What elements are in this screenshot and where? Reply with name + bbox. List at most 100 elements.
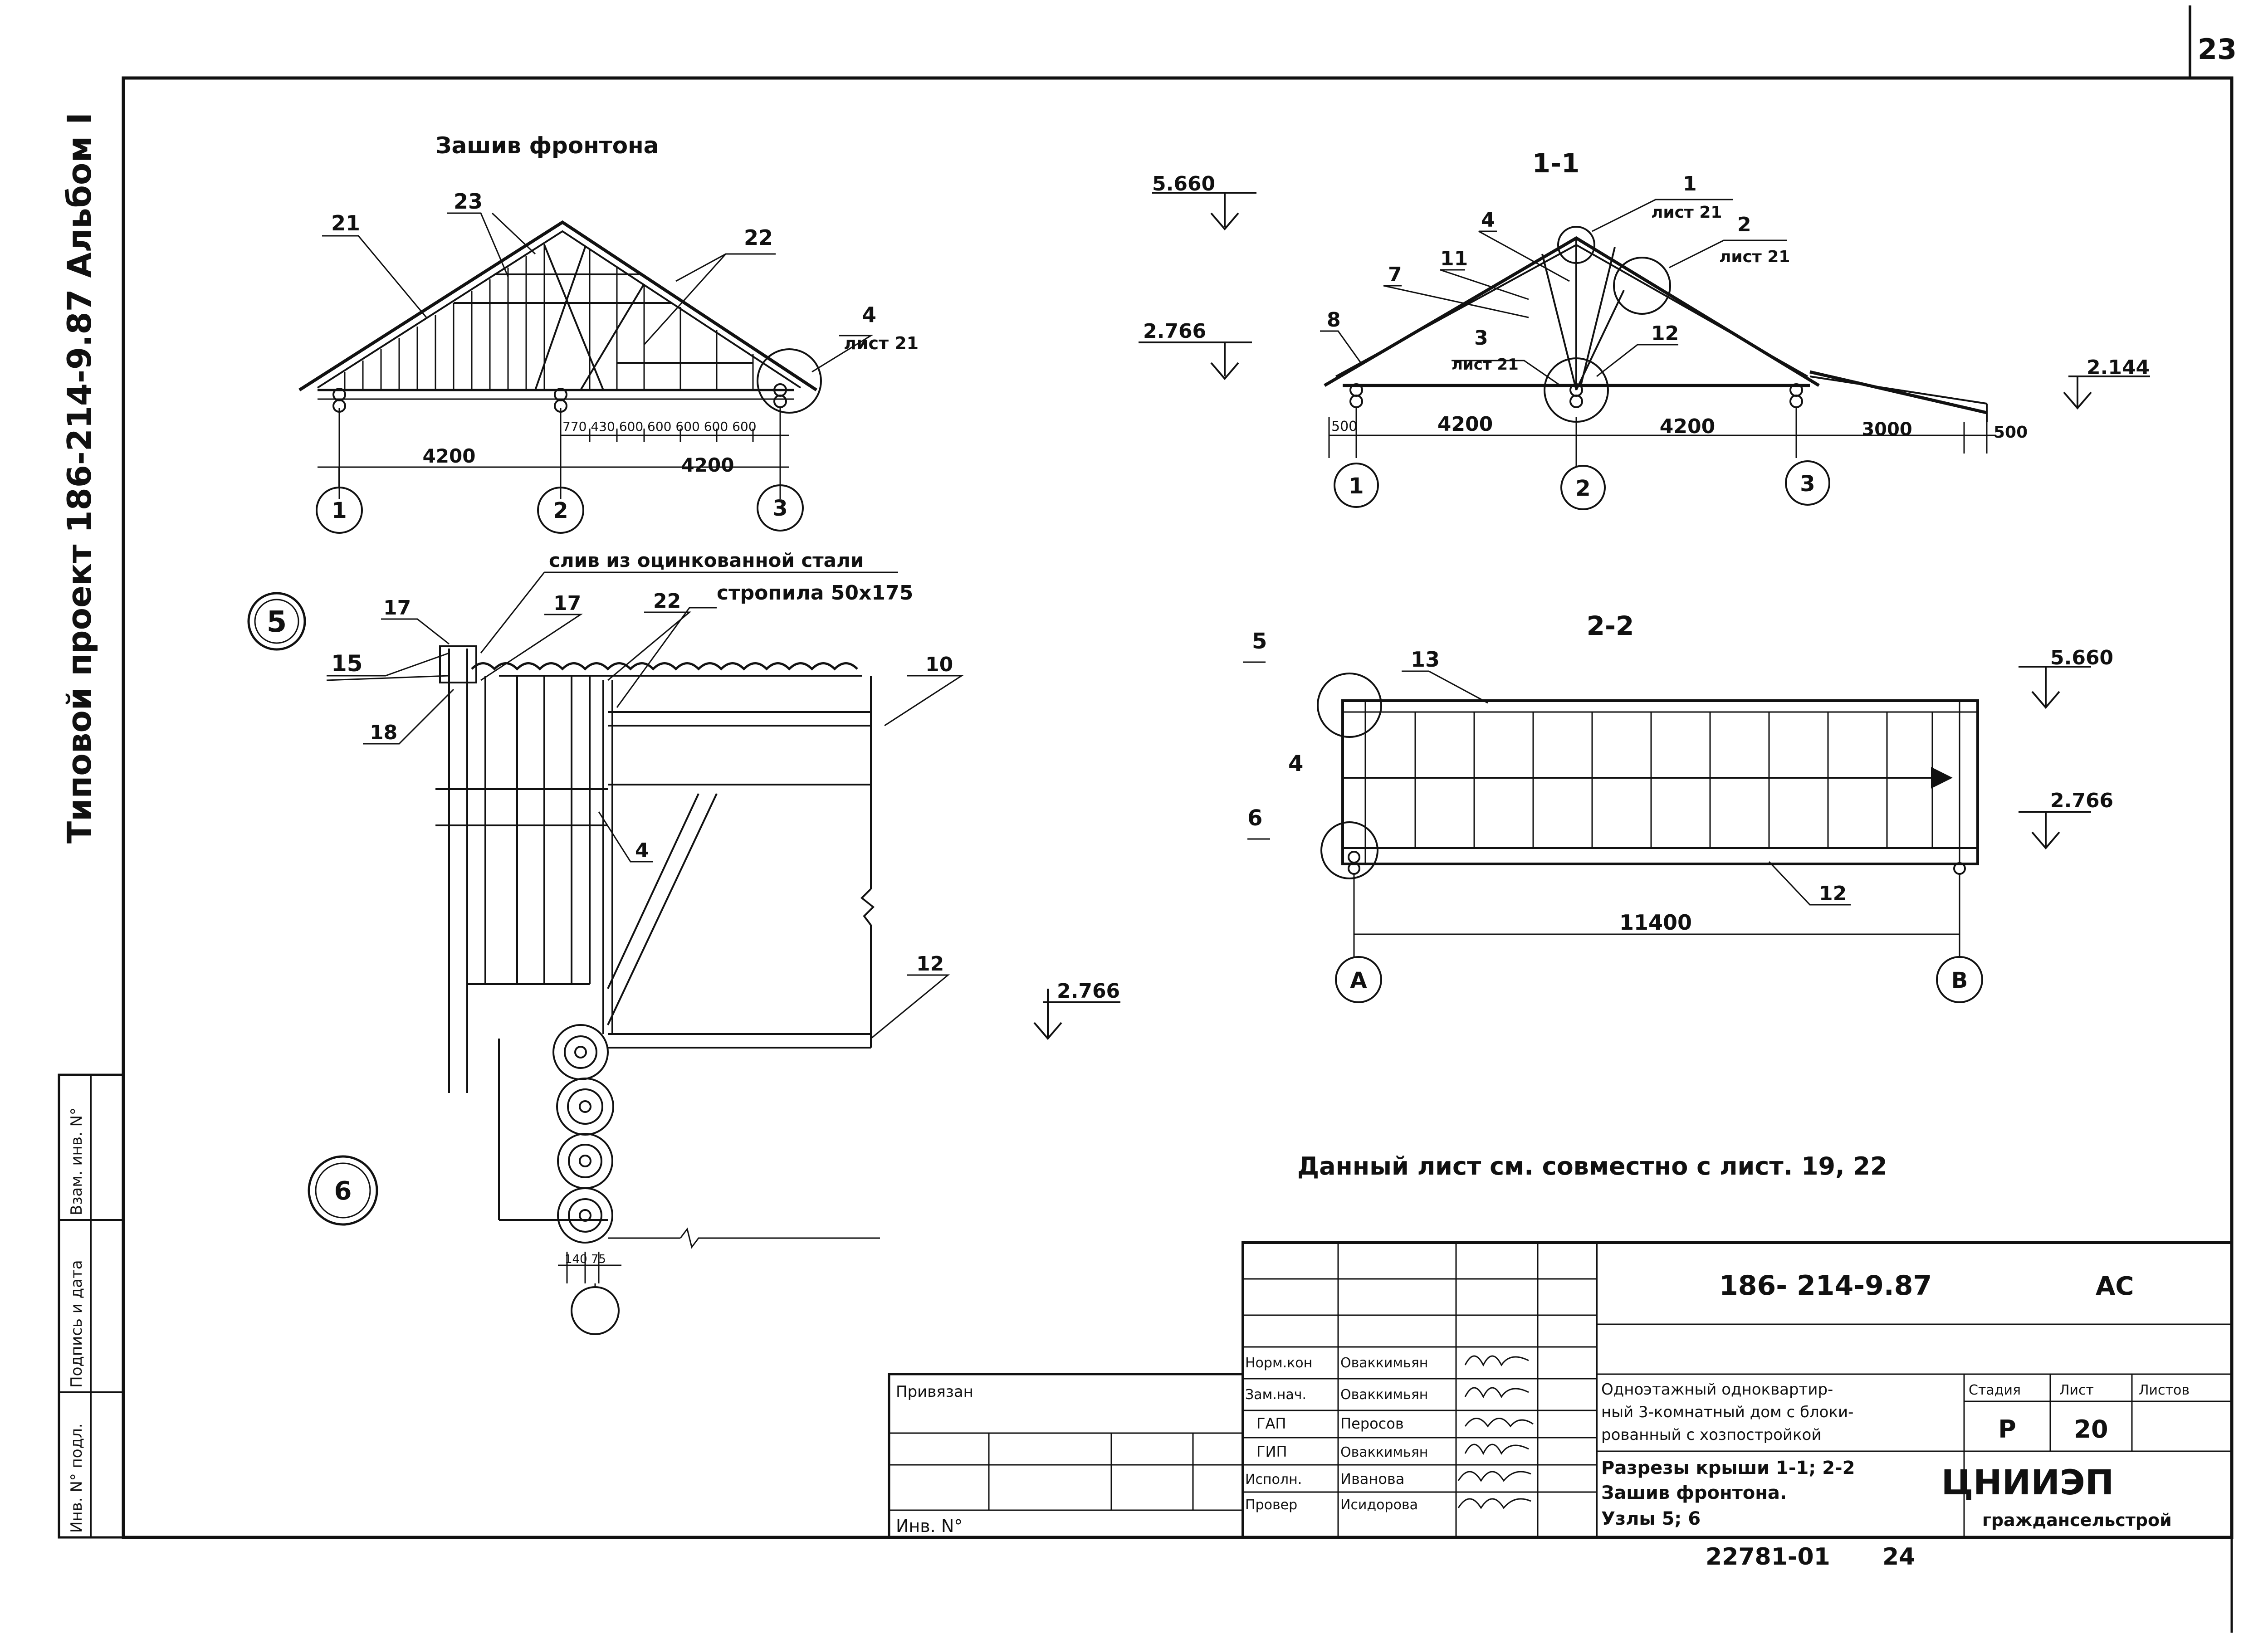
detail-label-22: 22	[653, 590, 681, 613]
section11-dim-4200b: 4200	[1660, 415, 1715, 438]
doc-code: 186- 214-9.87	[1719, 1270, 1932, 1302]
node6-dims: 140 75	[565, 1253, 606, 1266]
node-2-sheet: лист 21	[1719, 248, 1790, 266]
name-5: Исидорова	[1340, 1497, 1418, 1513]
section22-axis-a: А	[1350, 968, 1367, 993]
section22-label-13: 13	[1411, 647, 1440, 672]
section11-label-7: 7	[1388, 263, 1402, 286]
name-1: Оваккимьян	[1340, 1387, 1428, 1403]
section11-dim-500a: 500	[1331, 419, 1357, 434]
gable-dim-4200-right: 4200	[681, 454, 734, 476]
sheets-header: Листов	[2139, 1382, 2190, 1398]
object-name-2: ный 3-комнатный дом с блоки-	[1601, 1403, 1853, 1421]
name-0: Оваккимьян	[1340, 1355, 1428, 1371]
gable-sheathing-drawing: Зашив фронтона	[298, 132, 919, 534]
org-name: ЦНИИЭП	[1941, 1462, 2114, 1502]
bound-label: Привязан	[896, 1383, 973, 1401]
gable-title: Зашив фронтона	[435, 132, 659, 159]
node-3-num: 3	[1474, 327, 1488, 350]
name-3: Оваккимьян	[1340, 1444, 1428, 1460]
stage-header: Стадия	[1969, 1382, 2021, 1398]
sheet-frame	[122, 5, 2234, 1633]
gable-label-23: 23	[454, 189, 483, 214]
role-3: ГИП	[1256, 1443, 1287, 1460]
section22-label-12: 12	[1819, 882, 1847, 905]
sheet-header: Лист	[2059, 1382, 2094, 1398]
name-4: Иванова	[1340, 1470, 1404, 1488]
detail-label-4: 4	[635, 839, 649, 862]
section-2-2-title: 2-2	[1587, 610, 1634, 641]
rafter-callout: стропила 50х175	[717, 581, 913, 605]
section11-dim-3000: 3000	[1862, 419, 1912, 440]
section11-axis-2: 2	[1575, 476, 1590, 501]
detail-level-2766: 2.766	[1057, 980, 1120, 1003]
org-name-2: граждансельстрой	[1982, 1510, 2172, 1530]
node-1-sheet: лист 21	[1651, 203, 1722, 222]
object-name-3: рованный с хозпостройкой	[1601, 1426, 1821, 1444]
role-2: ГАП	[1256, 1415, 1286, 1432]
signature-marks	[1457, 1355, 1534, 1509]
detail-label-18: 18	[370, 721, 397, 744]
section-1-1-title: 1-1	[1532, 148, 1580, 179]
gable-node-number: 4	[862, 302, 876, 327]
gable-dim-small: 770 430 600 600 600 600 600	[562, 419, 757, 434]
doc-mark: АС	[2096, 1272, 2134, 1301]
section11-label-12: 12	[1651, 322, 1679, 345]
inv-podl-label: Инв. N° подл.	[68, 1423, 86, 1533]
node-3-sheet: лист 21	[1452, 356, 1519, 374]
gable-axis-3: 3	[772, 496, 787, 521]
node-1-num: 1	[1683, 172, 1697, 195]
role-0: Норм.кон	[1245, 1355, 1312, 1371]
section11-label-11: 11	[1440, 247, 1468, 270]
level-2766-11: 2.766	[1143, 320, 1206, 343]
node-5-6-detail: 5 слив из оцинкованной стали стропила 50…	[247, 549, 1120, 1335]
gable-axis-1: 1	[332, 498, 347, 523]
level-2144-11: 2.144	[2087, 356, 2150, 379]
object-name-1: Одноэтажный одноквартир-	[1601, 1380, 1833, 1399]
detail-label-10: 10	[925, 653, 953, 676]
section11-dim-4200a: 4200	[1437, 413, 1493, 436]
page-number: 23	[2198, 33, 2237, 66]
detail-label-12: 12	[916, 952, 944, 976]
section22-label-5: 5	[1252, 629, 1267, 654]
role-5: Провер	[1245, 1497, 1297, 1513]
node-6-circle-label: 6	[334, 1176, 352, 1206]
section11-dim-500b: 500	[1994, 423, 2028, 442]
sheet-note: Данный лист см. совместно с лист. 19, 22	[1297, 1152, 1887, 1180]
title-block: Привязан Инв. N° Норм.кон Оваккимьян Зам…	[888, 1241, 2233, 1571]
section-2-2-drawing: 2-2 5	[1243, 610, 2113, 1003]
gable-node-sheet: лист 21	[844, 333, 919, 353]
gable-label-21: 21	[331, 211, 360, 235]
flashing-callout: слив из оцинкованной стали	[549, 549, 864, 571]
level-5660-11: 5.660	[1152, 172, 1215, 195]
gable-axis-2: 2	[553, 498, 568, 523]
name-2: Перосов	[1340, 1415, 1404, 1432]
vzam-inv-label: Взам. инв. N°	[68, 1107, 86, 1215]
section-1-1-drawing: 1-1 5.660 2.766 2.144	[1139, 148, 2150, 510]
node-2-num: 2	[1737, 213, 1751, 236]
detail-label-17b: 17	[553, 592, 581, 615]
inv-no-label: Инв. N°	[896, 1516, 963, 1536]
detail-label-15: 15	[331, 650, 363, 677]
section11-axis-3: 3	[1800, 471, 1815, 497]
signature-date-label: Подпись и дата	[68, 1260, 86, 1388]
detail-label-17a: 17	[383, 596, 411, 619]
section22-dim-11400: 11400	[1619, 910, 1692, 935]
gable-dim-4200-left: 4200	[423, 445, 476, 467]
section22-level-2766: 2.766	[2050, 789, 2113, 812]
section22-level-5660: 5.660	[2050, 646, 2113, 669]
section11-label-4: 4	[1481, 209, 1495, 232]
role-1: Зам.нач.	[1245, 1387, 1306, 1403]
node-5-circle-label: 5	[267, 605, 287, 639]
album-side-title: Типовой проект 186-214-9.87 Альбом I	[60, 112, 98, 844]
bottom-code: 22781-01	[1706, 1543, 1830, 1571]
sheet-title-2: Зашив фронтона.	[1601, 1483, 1787, 1503]
section11-label-8: 8	[1327, 308, 1341, 332]
section22-label-6: 6	[1247, 805, 1262, 831]
sheet-value: 20	[2074, 1415, 2108, 1444]
left-stamp: Инв. N° подл. Подпись и дата Взам. инв. …	[58, 1073, 125, 1539]
section11-axis-1: 1	[1349, 473, 1364, 499]
bottom-num: 24	[1882, 1543, 1915, 1571]
stage-value: Р	[1998, 1415, 2016, 1444]
